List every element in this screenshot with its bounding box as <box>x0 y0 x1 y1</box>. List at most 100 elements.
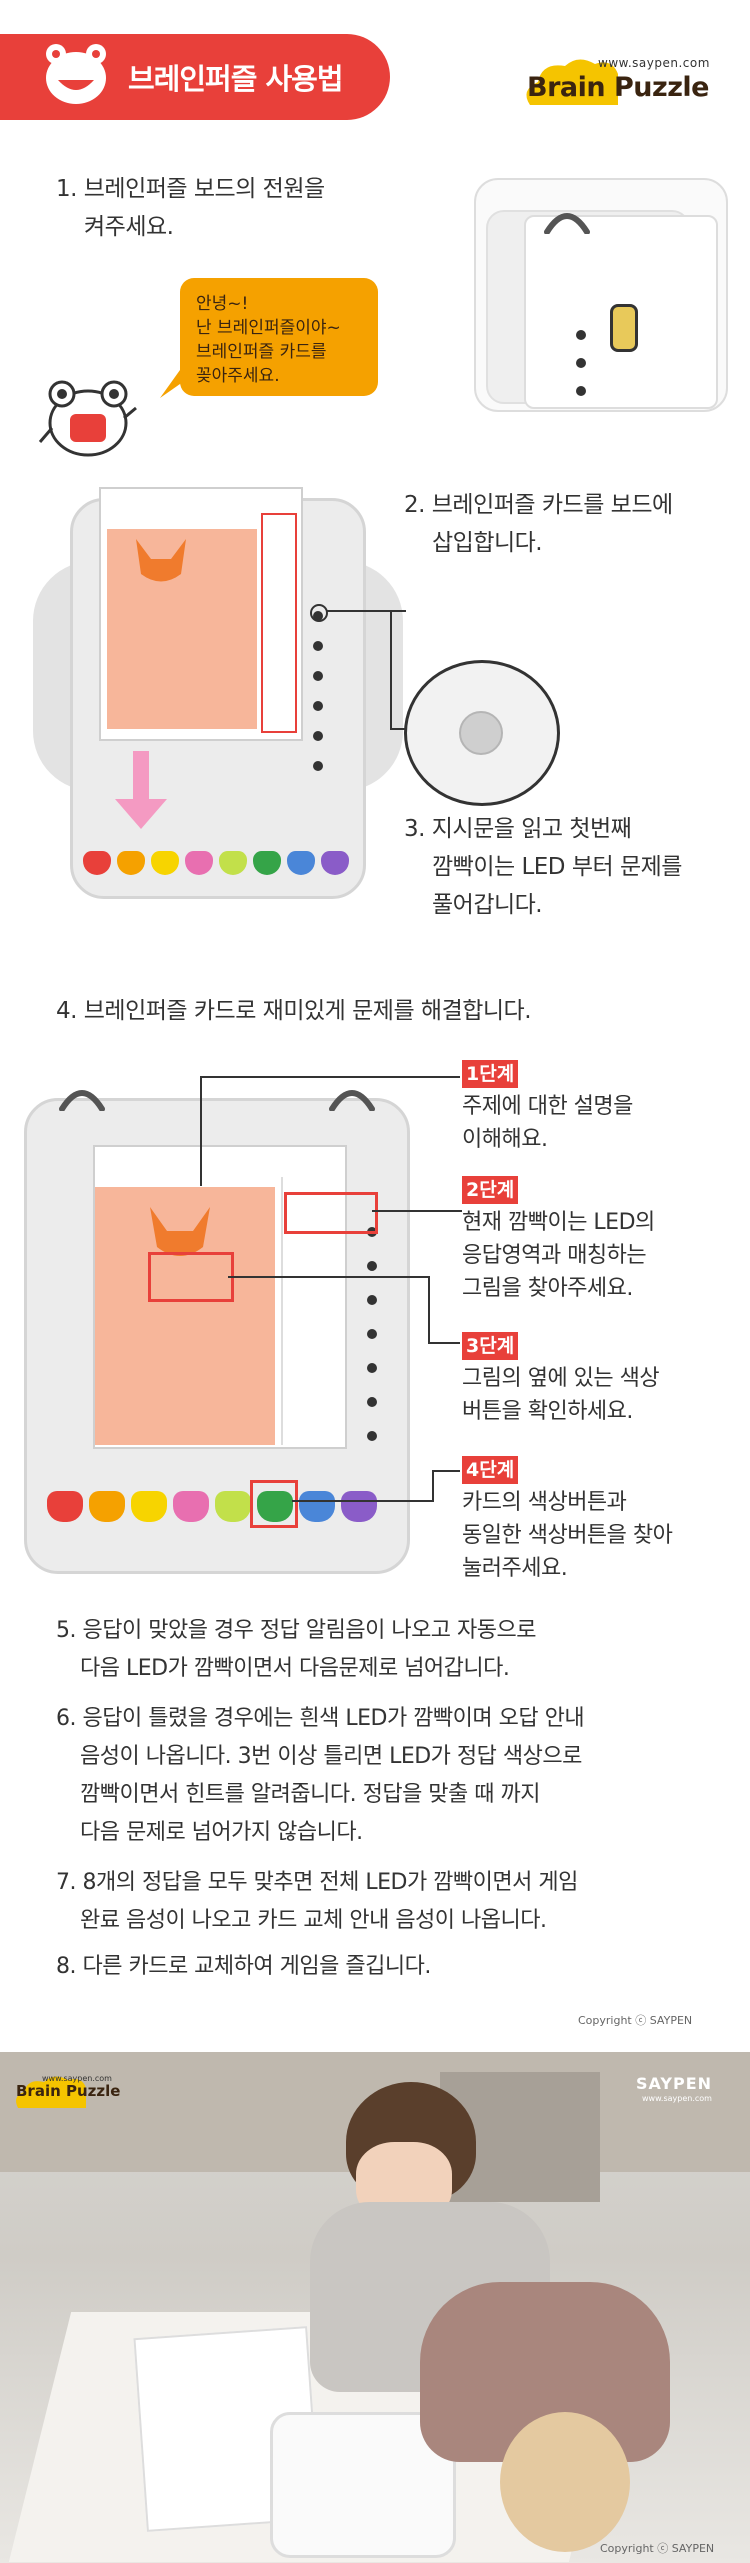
step-text: 응답이 맞았을 경우 정답 알림음이 나오고 자동으로 <box>82 1618 537 1643</box>
step-number: 7. <box>56 1870 77 1895</box>
stage-text: 카드의 색상버튼과 <box>462 1490 627 1515</box>
color-button <box>117 851 145 875</box>
step-number: 5. <box>56 1618 77 1643</box>
stage-text: 현재 깜빡이는 LED의 <box>462 1210 655 1235</box>
stage-text: 그림을 찾아주세요. <box>462 1276 633 1301</box>
card-illustration <box>93 1145 347 1449</box>
color-button <box>257 1491 293 1522</box>
brand-logo <box>520 50 720 110</box>
pointer-line <box>390 728 416 730</box>
color-button <box>89 1491 125 1522</box>
bubble-line: 브레인퍼즐 카드를 <box>196 342 327 362</box>
step-text: 응답이 틀렸을 경우에는 흰색 LED가 깜빡이며 오답 안내 <box>82 1706 585 1731</box>
power-switch-icon <box>610 304 638 352</box>
picture-highlight <box>148 1252 234 1302</box>
step-text: 다른 카드로 교체하여 게임을 즐깁니다. <box>82 1954 432 1979</box>
step-text: 브레인퍼즐 카드로 재미있게 문제를 해결합니다. <box>83 998 532 1024</box>
bubble-line: 난 브레인퍼즐이야~ <box>196 318 341 338</box>
stage-text: 이해해요. <box>462 1127 548 1152</box>
fox-icon <box>150 1207 210 1256</box>
step-3: 3. 지시문을 읽고 첫번째 깜빡이는 LED 부터 문제를 풀어갑니다. <box>404 810 744 924</box>
step-4: 4. 브레인퍼즐 카드로 재미있게 문제를 해결합니다. <box>56 992 736 1030</box>
step-text: 풀어갑니다. <box>432 892 543 918</box>
color-button <box>131 1491 167 1522</box>
stage-text: 눌러주세요. <box>462 1556 568 1581</box>
color-button <box>185 851 213 875</box>
color-button <box>151 851 179 875</box>
handle-icon <box>59 1090 105 1111</box>
color-button <box>341 1491 377 1522</box>
color-button <box>173 1491 209 1522</box>
step-text: 음성이 나옵니다. 3번 이상 틀리면 LED가 정답 색상으로 <box>80 1744 582 1769</box>
photo-logo-url: www.saypen.com <box>42 2074 112 2083</box>
led-zoom-circle <box>404 660 560 806</box>
page-title: 브레인퍼즐 사용법 <box>128 62 344 96</box>
color-button <box>321 851 349 875</box>
insert-arrow-icon <box>115 751 167 829</box>
step-text: 다음 문제로 넘어가지 않습니다. <box>80 1820 363 1845</box>
bubble-tail-icon <box>160 370 200 398</box>
power-switch-photo <box>474 178 728 412</box>
step-text: 8개의 정답을 모두 맞추면 전체 LED가 깜빡이면서 게임 <box>82 1870 579 1895</box>
step-1: 1. 브레인퍼즐 보드의 전원을 켜주세요. <box>56 170 416 246</box>
handle-icon <box>544 213 590 234</box>
stage-tag: 3단계 <box>462 1332 519 1360</box>
step-number: 4. <box>56 998 77 1024</box>
step-6: 6. 응답이 틀렸을 경우에는 흰색 LED가 깜빡이며 오답 안내 음성이 나… <box>56 1700 746 1852</box>
step-number: 1. <box>56 176 77 202</box>
color-button <box>219 851 247 875</box>
step-2: 2. 브레인퍼즐 카드를 보드에 삽입합니다. <box>404 486 744 562</box>
photo-logo-cloud-icon <box>16 2076 86 2108</box>
button-highlight <box>250 1480 298 1528</box>
color-button <box>299 1491 335 1522</box>
color-button-row <box>83 851 353 885</box>
stage-text: 그림의 옆에 있는 색상 <box>462 1366 660 1391</box>
photo-brand-url: www.saypen.com <box>642 2094 712 2103</box>
stage-tag: 1단계 <box>462 1060 519 1088</box>
step-text: 브레인퍼즐 카드를 보드에 <box>431 492 673 518</box>
step-8: 8. 다른 카드로 교체하여 게임을 즐깁니다. <box>56 1948 746 1986</box>
bubble-text: 안녕~! 난 브레인퍼즐이야~ 브레인퍼즐 카드를 꽂아주세요. <box>196 292 376 388</box>
stage-description: 그림의 옆에 있는 색상 버튼을 확인하세요. <box>462 1362 732 1428</box>
step-text: 완료 음성이 나오고 카드 교체 안내 음성이 나옵니다. <box>80 1908 547 1933</box>
mascot-head-icon <box>46 44 106 104</box>
stage-text: 버튼을 확인하세요. <box>462 1399 633 1424</box>
mascot-icon <box>38 380 137 457</box>
step-7: 7. 8개의 정답을 모두 맞추면 전체 LED가 깜빡이면서 게임 완료 음성… <box>56 1864 746 1940</box>
step-number: 6. <box>56 1706 77 1731</box>
stage-description: 카드의 색상버튼과 동일한 색상버튼을 찾아 눌러주세요. <box>462 1486 732 1585</box>
step-text: 다음 LED가 깜빡이면서 다음문제로 넘어갑니다. <box>80 1656 510 1681</box>
step-number: 2. <box>404 492 425 518</box>
stage-description: 현재 깜빡이는 LED의 응답영역과 매칭하는 그림을 찾아주세요. <box>462 1206 732 1305</box>
photo-copyright: Copyright ⓒ SAYPEN <box>600 2542 715 2555</box>
step-text: 깜빡이면서 힌트를 알려줍니다. 정답을 맞출 때 까지 <box>80 1782 541 1807</box>
color-button <box>287 851 315 875</box>
led-highlight <box>310 604 328 622</box>
fox-icon <box>136 539 186 582</box>
board-illustration-play <box>24 1090 410 1574</box>
logo-url: www.saypen.com <box>598 56 710 70</box>
speech-bubble <box>180 278 378 396</box>
logo-cloud-icon <box>526 59 618 105</box>
stage-text: 응답영역과 매칭하는 <box>462 1243 647 1268</box>
color-button <box>47 1491 83 1522</box>
stage-text: 동일한 색상버튼을 찾아 <box>462 1523 673 1548</box>
bubble-line: 안녕~! <box>196 294 249 314</box>
photo-brand: SAYPEN <box>636 2074 713 2093</box>
step-number: 3. <box>404 816 425 842</box>
copyright: Copyright ⓒ SAYPEN <box>578 2014 693 2027</box>
stage-tag: 2단계 <box>462 1176 519 1204</box>
color-button <box>253 851 281 875</box>
pointer-line <box>390 610 392 730</box>
step-text: 켜주세요. <box>84 214 174 240</box>
step-5: 5. 응답이 맞았을 경우 정답 알림음이 나오고 자동으로 다음 LED가 깜… <box>56 1612 746 1688</box>
photo-logo-text: Brain Puzzle <box>16 2082 121 2100</box>
step-text: 삽입합니다. <box>432 530 543 556</box>
color-button <box>215 1491 251 1522</box>
step-number: 8. <box>56 1954 77 1979</box>
stage-text: 주제에 대한 설명을 <box>462 1094 633 1119</box>
handle-icon <box>329 1090 375 1111</box>
color-button <box>83 851 111 875</box>
board-illustration-insert <box>33 487 403 899</box>
card-illustration <box>99 487 303 741</box>
